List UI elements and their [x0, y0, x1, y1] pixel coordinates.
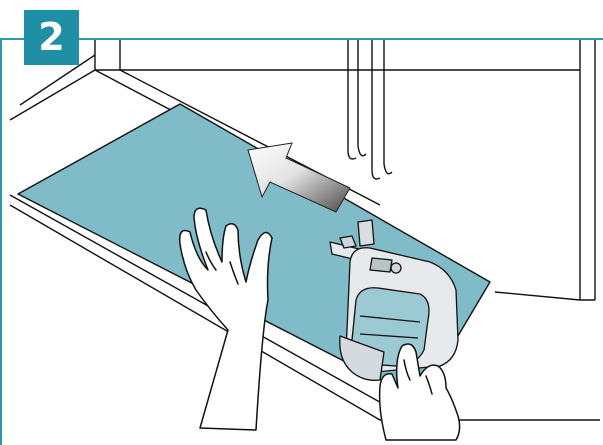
- step-number-badge: 2: [24, 10, 79, 65]
